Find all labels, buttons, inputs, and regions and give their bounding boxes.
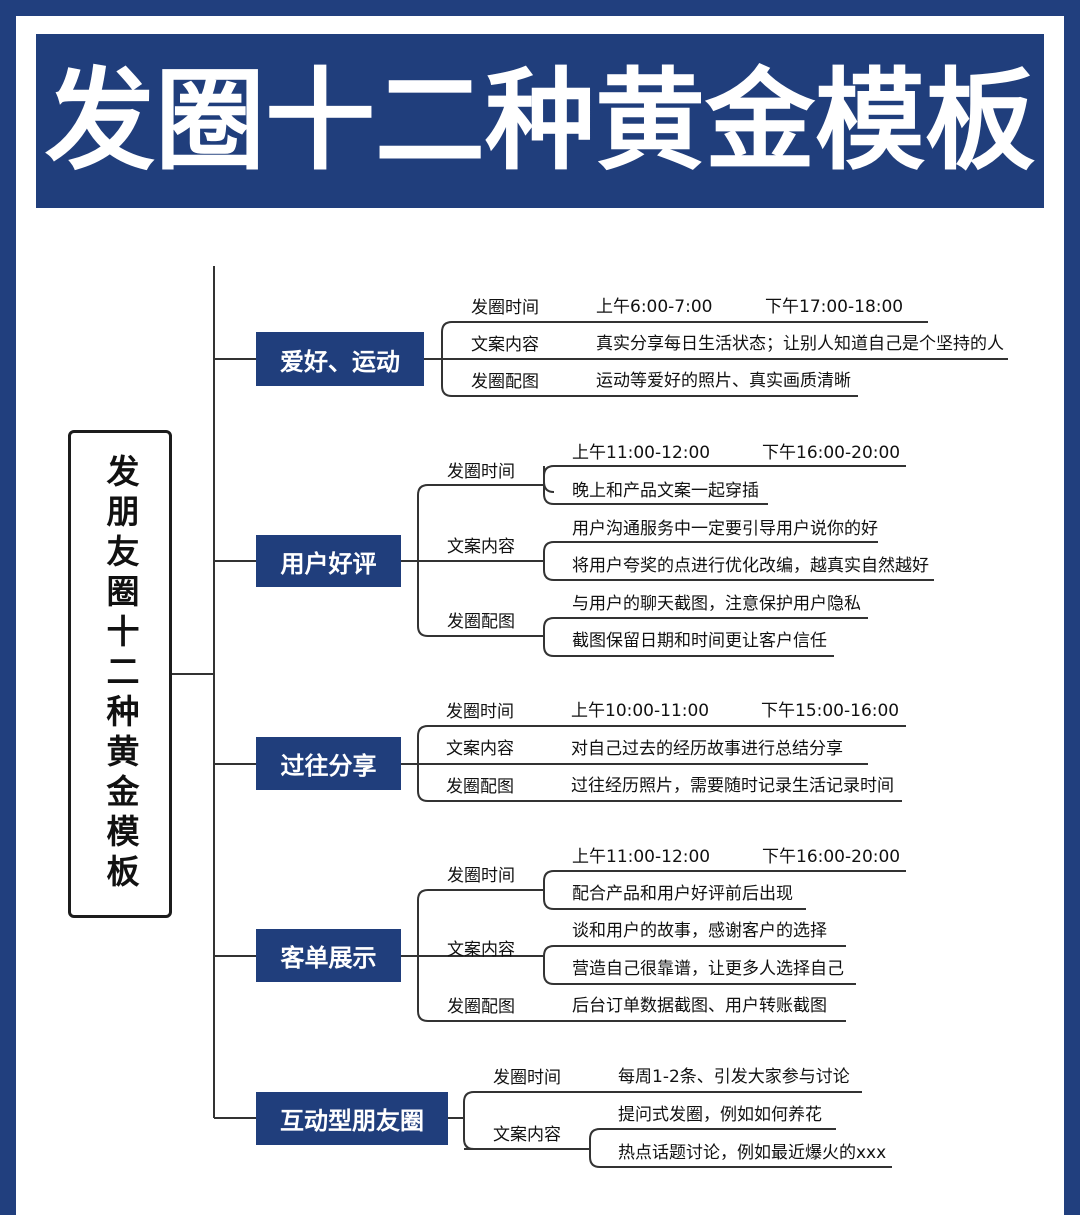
row-value: 配合产品和用户好评前后出现 (572, 884, 793, 904)
row-value: 上午11:00-12:00 (572, 847, 711, 867)
row-label: 发圈配图 (471, 372, 539, 392)
page-title: 发圈十二种黄金模板 (45, 57, 1035, 185)
row-label: 发圈配图 (447, 612, 515, 632)
row-value: 提问式发圈，例如如何养花 (618, 1105, 822, 1125)
row-value: 上午10:00-11:00 (571, 701, 710, 721)
category-user-reviews: 用户好评 (256, 535, 401, 587)
row-label: 文案内容 (447, 537, 515, 557)
row-value: 后台订单数据截图、用户转账截图 (572, 996, 827, 1016)
row-value: 谈和用户的故事，感谢客户的选择 (572, 921, 827, 941)
row-label: 文案内容 (447, 940, 515, 960)
row-value: 每周1-2条、引发大家参与讨论 (618, 1067, 850, 1087)
row-value: 热点话题讨论，例如最近爆火的xxx (618, 1143, 887, 1163)
row-value: 真实分享每日生活状态；让别人知道自己是个坚持的人 (596, 334, 1004, 354)
category-order-showcase: 客单展示 (256, 929, 401, 982)
title-banner: 发圈十二种黄金模板 (36, 34, 1044, 208)
row-label: 文案内容 (446, 739, 514, 759)
row-label: 文案内容 (493, 1125, 561, 1145)
row-value: 与用户的聊天截图，注意保护用户隐私 (572, 594, 861, 614)
category-interactive-moments: 互动型朋友圈 (256, 1092, 448, 1145)
row-value: 过往经历照片，需要随时记录生活记录时间 (571, 776, 894, 796)
row-value: 下午16:00-20:00 (762, 443, 901, 463)
category-hobby-sport: 爱好、运动 (256, 332, 424, 386)
row-value: 下午16:00-20:00 (762, 847, 901, 867)
side-title-box: 发朋友圈十二种黄金模板 (68, 430, 172, 918)
side-title: 发朋友圈十二种黄金模板 (101, 454, 140, 894)
mindmap-connectors (172, 266, 1008, 1168)
category-past-sharing: 过往分享 (256, 737, 401, 790)
row-label: 发圈时间 (493, 1068, 561, 1088)
row-value: 截图保留日期和时间更让客户信任 (572, 631, 827, 651)
row-value: 上午11:00-12:00 (572, 443, 711, 463)
row-label: 文案内容 (471, 335, 539, 355)
row-value: 运动等爱好的照片、真实画质清晰 (596, 371, 851, 391)
row-value: 用户沟通服务中一定要引导用户说你的好 (572, 519, 878, 539)
row-label: 发圈时间 (446, 702, 514, 722)
row-label: 发圈时间 (447, 462, 515, 482)
row-value: 营造自己很靠谱，让更多人选择自己 (572, 959, 844, 979)
row-value: 上午6:00-7:00 (596, 297, 713, 317)
row-value: 晚上和产品文案一起穿插 (572, 481, 759, 501)
row-value: 下午15:00-16:00 (761, 701, 900, 721)
row-value: 对自己过去的经历故事进行总结分享 (571, 739, 843, 759)
row-label: 发圈配图 (446, 777, 514, 797)
row-value: 将用户夸奖的点进行优化改编，越真实自然越好 (572, 556, 929, 576)
row-value: 下午17:00-18:00 (765, 297, 904, 317)
row-label: 发圈时间 (447, 866, 515, 886)
row-label: 发圈配图 (447, 997, 515, 1017)
poster: 发圈十二种黄金模板 (16, 16, 1064, 1215)
row-label: 发圈时间 (471, 298, 539, 318)
